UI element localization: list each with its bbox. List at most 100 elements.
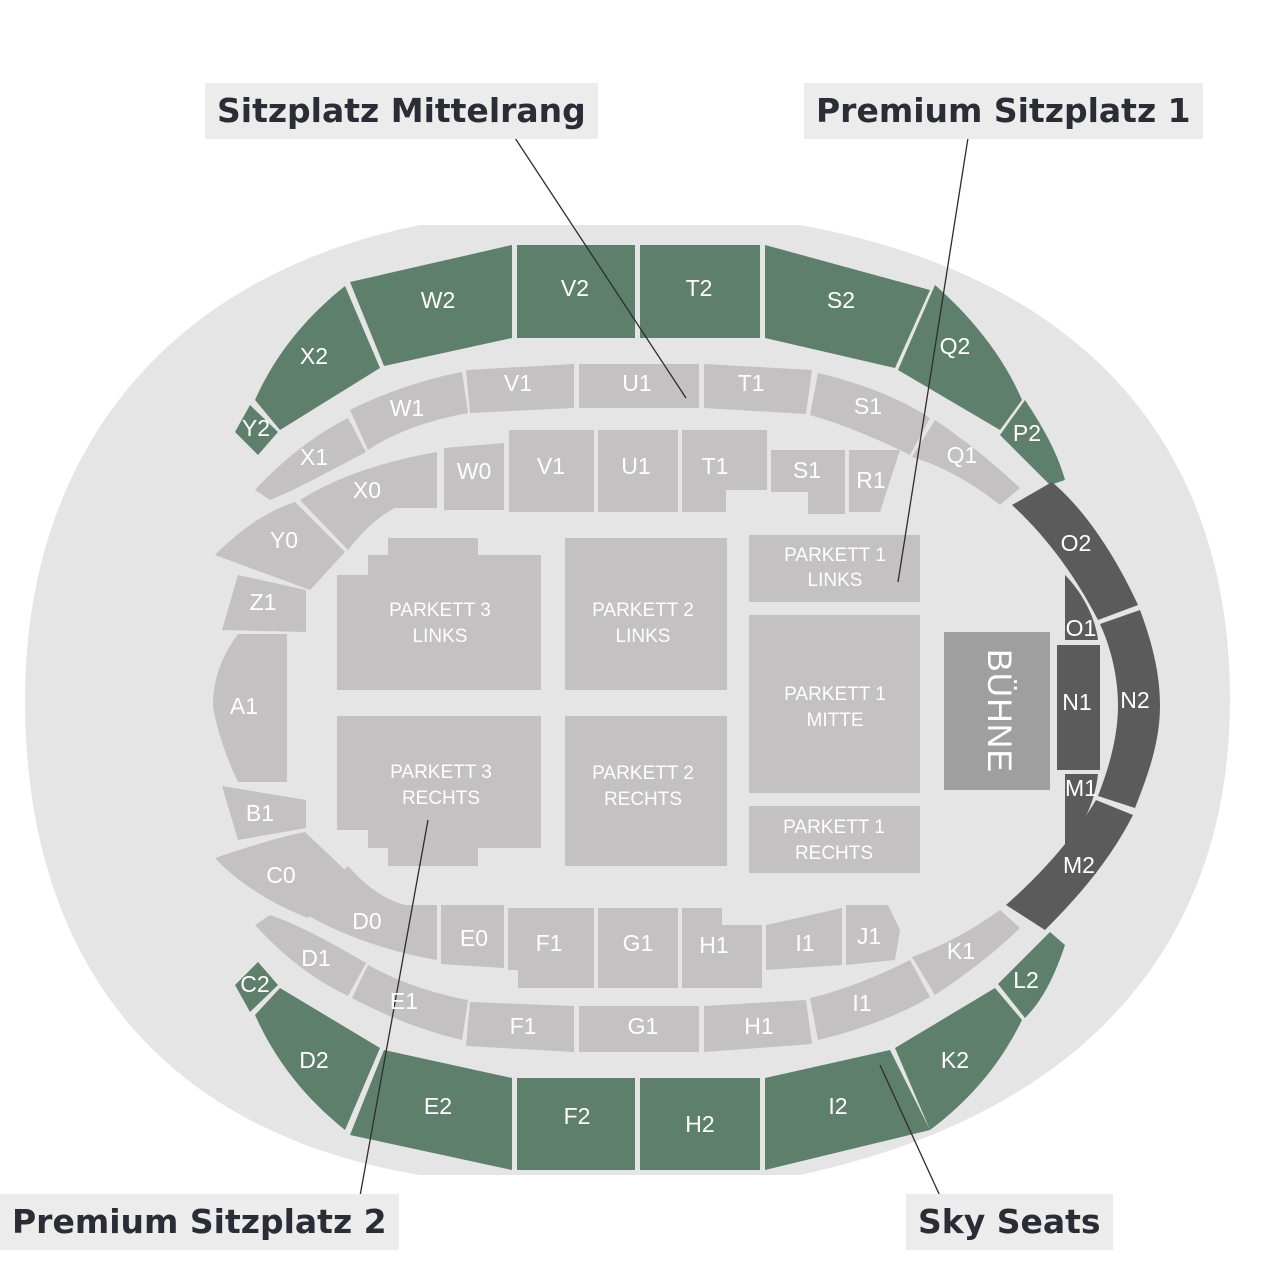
label-w1: W1 [390, 395, 425, 421]
label-parkett-1-links-line1: PARKETT 1 [784, 545, 886, 566]
section-r1[interactable] [849, 450, 900, 512]
section-z1[interactable] [222, 575, 306, 632]
label-f2: F2 [564, 1103, 591, 1129]
section-f2[interactable] [517, 1078, 635, 1170]
label-i2: I2 [828, 1093, 847, 1119]
label-a1: A1 [230, 693, 258, 719]
section-i1-inner[interactable] [766, 908, 842, 970]
section-d0[interactable] [302, 866, 437, 960]
stage [944, 632, 1050, 790]
section-parkett-3-links[interactable] [337, 538, 541, 690]
label-d2: D2 [299, 1047, 328, 1073]
section-x2[interactable] [255, 286, 380, 430]
section-i1-outer[interactable] [810, 960, 930, 1040]
label-e0: E0 [460, 925, 488, 951]
section-e0[interactable] [441, 905, 504, 968]
section-m2[interactable] [1006, 800, 1133, 930]
section-o1[interactable] [1065, 575, 1098, 640]
section-c0[interactable] [215, 832, 345, 918]
section-i2[interactable] [765, 1050, 930, 1170]
section-u1-upper[interactable] [579, 364, 699, 408]
section-c2[interactable] [235, 962, 278, 1012]
label-e1: E1 [390, 988, 418, 1014]
section-s1-upper[interactable] [810, 373, 930, 455]
section-h2[interactable] [640, 1078, 760, 1170]
parkett-floor [337, 535, 1050, 873]
section-parkett-1-mitte[interactable] [749, 615, 920, 793]
section-k1[interactable] [912, 910, 1020, 995]
label-n2: N2 [1120, 687, 1149, 713]
section-t1-lower[interactable] [682, 430, 767, 512]
section-p2[interactable] [1000, 400, 1065, 485]
label-f1-inner: F1 [536, 930, 563, 956]
section-u1-lower[interactable] [598, 430, 678, 512]
section-k2[interactable] [895, 988, 1022, 1130]
label-x0: X0 [353, 477, 381, 503]
section-v2[interactable] [517, 245, 635, 338]
label-g1-outer: G1 [628, 1013, 659, 1039]
section-w0[interactable] [444, 443, 504, 510]
section-f1-outer[interactable] [466, 1002, 574, 1052]
label-y0: Y0 [270, 527, 298, 553]
section-h1-outer[interactable] [704, 1000, 812, 1052]
section-o2[interactable] [1012, 482, 1138, 620]
section-parkett-1-rechts[interactable] [749, 806, 920, 873]
section-e2[interactable] [350, 1050, 512, 1170]
label-t1-upper: T1 [738, 370, 765, 396]
section-x0[interactable] [300, 452, 437, 550]
callout-line-mittelrang [514, 137, 687, 399]
section-e1[interactable] [352, 965, 468, 1040]
label-stage: BÜHNE [980, 649, 1018, 773]
section-g1-inner[interactable] [598, 908, 678, 988]
section-y2[interactable] [235, 405, 278, 455]
section-w2[interactable] [350, 245, 512, 366]
section-w1[interactable] [350, 372, 468, 450]
callout-line-sky [879, 1064, 941, 1197]
upper-tier-south [235, 932, 1065, 1170]
callout-sky-seats: Sky Seats [906, 1194, 1113, 1250]
section-v1-lower[interactable] [509, 430, 594, 512]
section-t1-upper[interactable] [704, 364, 812, 414]
label-i1-outer: I1 [852, 990, 871, 1016]
section-x1[interactable] [255, 418, 366, 500]
label-h1-inner: H1 [699, 932, 728, 958]
label-h2: H2 [685, 1111, 714, 1137]
label-parkett-1-mitte-line2: MITTE [807, 710, 864, 731]
middle-tier-north [255, 364, 1020, 505]
section-parkett-2-rechts[interactable] [565, 716, 727, 866]
section-b1[interactable] [222, 786, 306, 840]
section-h1-inner[interactable] [682, 908, 762, 988]
section-n1[interactable] [1057, 645, 1100, 770]
callout-lines [359, 137, 969, 1197]
label-x1: X1 [300, 444, 328, 470]
label-r1: R1 [856, 467, 885, 493]
section-t2[interactable] [640, 245, 760, 338]
section-y0[interactable] [215, 502, 345, 590]
section-q2[interactable] [898, 285, 1022, 430]
upper-tier-north [235, 245, 1065, 485]
label-y2: Y2 [242, 415, 270, 441]
section-f1-inner[interactable] [508, 908, 594, 988]
label-o2: O2 [1061, 530, 1092, 556]
section-d2[interactable] [255, 988, 380, 1130]
section-q1[interactable] [912, 420, 1020, 505]
label-j1: J1 [857, 923, 881, 949]
label-v2: V2 [561, 275, 589, 301]
section-d1[interactable] [255, 915, 366, 996]
section-parkett-1-links[interactable] [749, 535, 920, 602]
section-j1[interactable] [846, 905, 900, 965]
section-a1[interactable] [213, 634, 287, 782]
section-m1[interactable] [1065, 774, 1098, 845]
label-v1-lower: V1 [537, 453, 565, 479]
section-s1-lower[interactable] [771, 450, 845, 514]
section-parkett-3-rechts[interactable] [337, 716, 541, 866]
section-g1-outer[interactable] [579, 1006, 699, 1052]
section-n2[interactable] [1098, 610, 1160, 808]
section-parkett-2-links[interactable] [565, 538, 727, 690]
section-v1-upper[interactable] [466, 364, 574, 413]
label-t2: T2 [686, 275, 713, 301]
section-l2[interactable] [998, 932, 1065, 1018]
label-b1: B1 [246, 800, 274, 826]
section-s2[interactable] [765, 245, 930, 368]
